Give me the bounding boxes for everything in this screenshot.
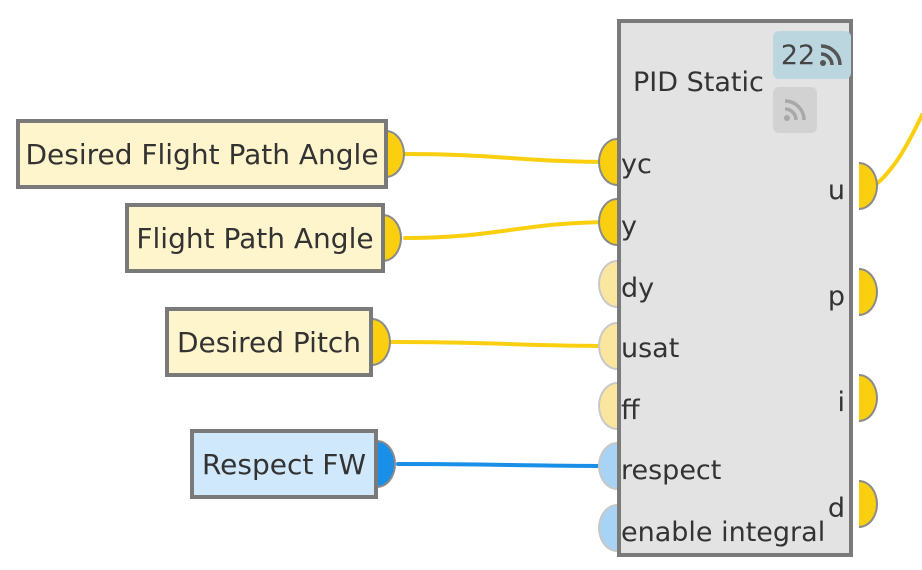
port-label-y: y [621,211,637,242]
port-label-d: d [827,493,845,524]
input-node-desired-pitch[interactable]: Desired Pitch [165,307,373,377]
port-label-i: i [837,387,845,418]
input-node-label: Desired Pitch [176,325,362,359]
input-node-label: Flight Path Angle [136,221,374,255]
subscriber-count-badge[interactable]: 22 [773,31,851,79]
wire-flight-path-angle-to-y[interactable] [403,220,619,240]
feed-toggle-badge[interactable] [773,87,817,133]
port-label-respect: respect [621,455,722,486]
pid-static-block[interactable]: PID Static 22 yc y dy usat ff respect en… [617,19,853,557]
input-node-label: Respect FW [201,447,367,481]
wire-desired-flight-path-angle-to-yc[interactable] [403,152,619,164]
wire-respect-fw-to-respect[interactable] [396,462,619,468]
input-node-desired-flight-path-angle[interactable]: Desired Flight Path Angle [16,119,388,189]
subscriber-count: 22 [780,39,816,71]
input-node-flight-path-angle[interactable]: Flight Path Angle [125,203,385,273]
wire-u-output[interactable] [872,113,922,188]
port-label-p: p [827,281,845,312]
port-label-u: u [827,175,845,206]
input-node-label: Desired Flight Path Angle [25,137,379,171]
wire-desired-pitch-to-usat[interactable] [390,340,619,348]
block-title: PID Static [633,67,764,98]
rss-icon [784,99,806,121]
port-label-yc: yc [621,149,652,180]
port-label-dy: dy [621,273,655,304]
input-node-respect-fw[interactable]: Respect FW [190,429,378,499]
rss-icon [820,44,842,66]
port-label-ff: ff [621,395,640,426]
port-label-usat: usat [621,333,680,364]
port-label-enable-integral: enable integral [621,517,826,548]
